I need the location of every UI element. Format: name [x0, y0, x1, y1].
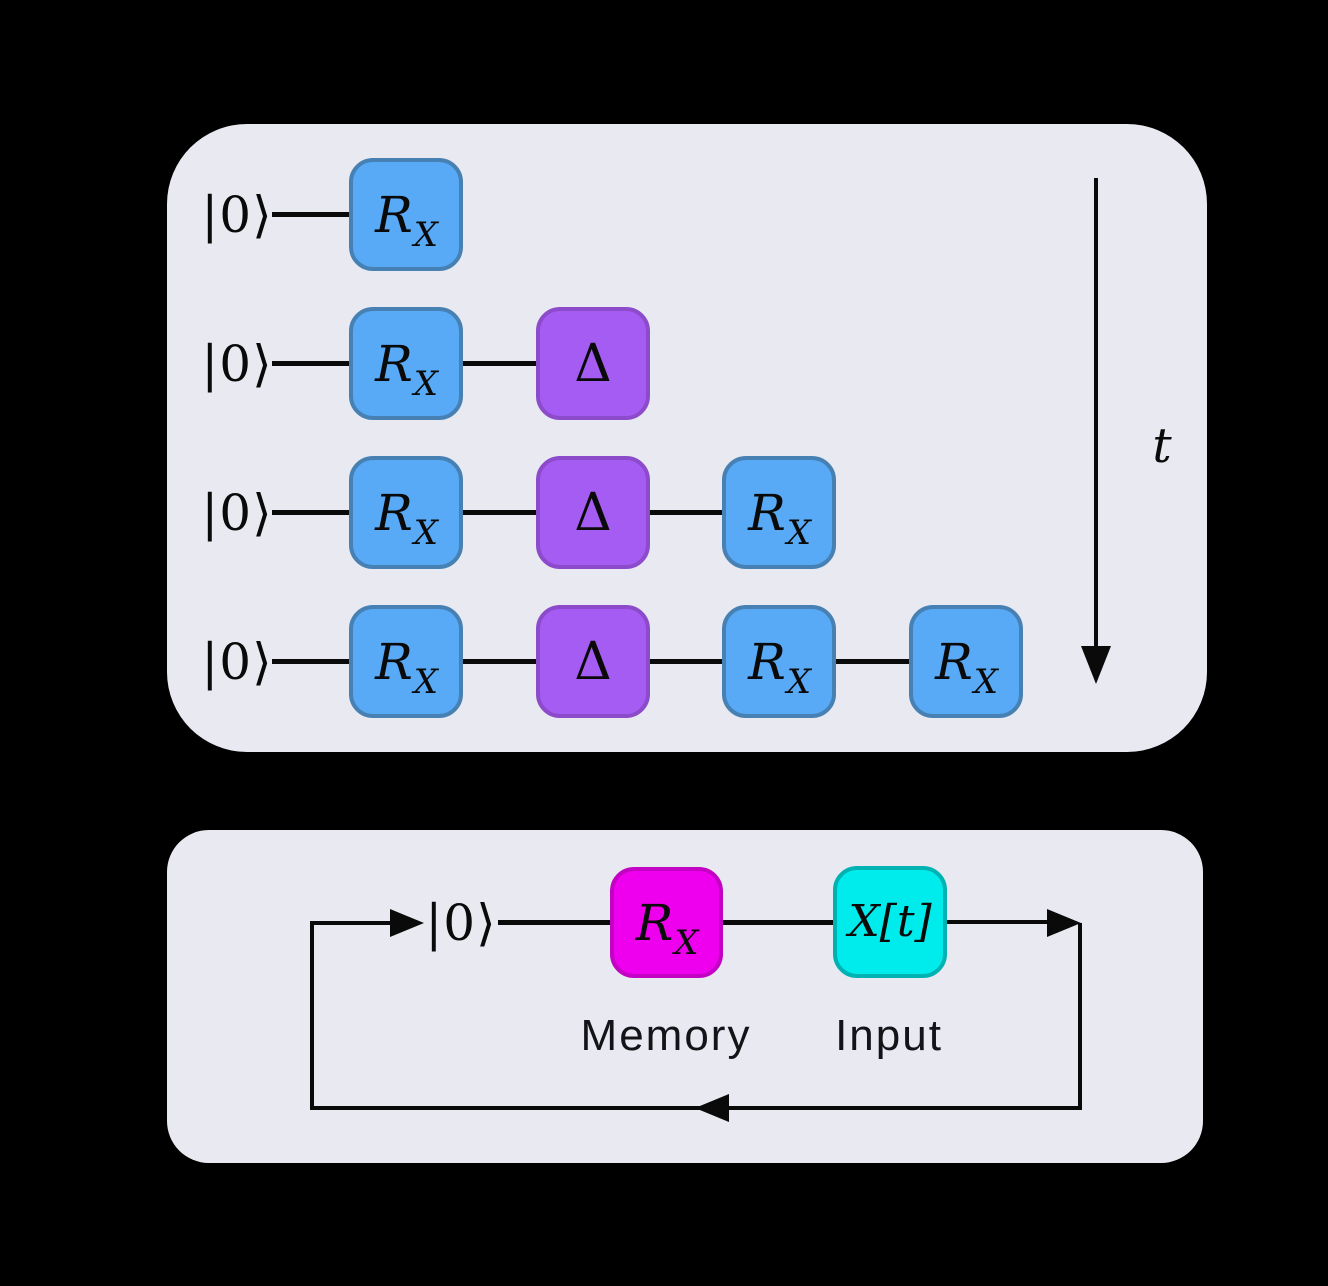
wire-row3-seg2: [463, 510, 536, 515]
wire-row2-seg2: [463, 361, 536, 366]
gate-label: RX: [748, 632, 811, 702]
wire-recurrent-seg1: [498, 920, 610, 925]
qubit-ket-recurrent: |0⟩: [425, 894, 497, 952]
gate-delta-row4-col2: Δ: [536, 605, 650, 718]
time-arrow-line: [1094, 178, 1098, 648]
feedback-loop-right-line: [1078, 923, 1082, 1110]
gate-label: Δ: [574, 333, 612, 394]
gate-label: X[t]: [848, 896, 932, 947]
gate-label: RX: [935, 632, 998, 702]
qubit-ket-row3: |0⟩: [201, 484, 273, 542]
gate-rx-row4-col1: RX: [349, 605, 463, 718]
gate-xt-input: X[t]: [833, 866, 947, 978]
gate-label: RX: [635, 893, 699, 963]
wire-row3-seg3: [650, 510, 722, 515]
gate-rx-row3-col3: RX: [722, 456, 836, 569]
gate-label: RX: [375, 334, 438, 404]
gate-rx-memory: RX: [610, 867, 723, 978]
gate-rx-row1-col1: RX: [349, 158, 463, 271]
gate-label: RX: [375, 185, 438, 255]
input-caption: Input: [835, 1011, 943, 1060]
wire-recurrent-seg2: [723, 920, 833, 925]
gate-label: RX: [375, 483, 438, 553]
gate-label: RX: [375, 632, 438, 702]
gate-rx-row4-col3: RX: [722, 605, 836, 718]
entry-arrow-line: [310, 921, 394, 925]
gate-label: Δ: [574, 482, 612, 543]
wire-row4-seg2: [463, 659, 536, 664]
wire-row1-seg1: [272, 212, 349, 217]
feedback-arrowhead-left-icon: [695, 1094, 729, 1122]
entry-arrowhead-right-icon: [390, 909, 424, 937]
unrolled-circuit-panel: [167, 124, 1207, 752]
qubit-ket-row4: |0⟩: [201, 633, 273, 691]
wire-row3-seg1: [272, 510, 349, 515]
wire-row4-seg4: [836, 659, 909, 664]
qubit-ket-row1: |0⟩: [201, 186, 273, 244]
feedback-loop-left-line: [310, 923, 314, 1110]
wire-row2-seg1: [272, 361, 349, 366]
time-arrowhead-down-icon: [1081, 646, 1111, 684]
memory-caption: Memory: [580, 1011, 752, 1060]
gate-rx-row3-col1: RX: [349, 456, 463, 569]
gate-rx-row2-col1: RX: [349, 307, 463, 420]
gate-delta-row3-col2: Δ: [536, 456, 650, 569]
time-axis-label: t: [1152, 418, 1172, 474]
wire-row4-seg3: [650, 659, 722, 664]
gate-rx-row4-col4: RX: [909, 605, 1023, 718]
wire-recurrent-seg3: [947, 920, 1049, 924]
gate-label: Δ: [574, 631, 612, 692]
gate-delta-row2-col2: Δ: [536, 307, 650, 420]
qubit-ket-row2: |0⟩: [201, 335, 273, 393]
wire-row4-seg1: [272, 659, 349, 664]
exit-arrowhead-right-icon: [1047, 909, 1081, 937]
gate-label: RX: [748, 483, 811, 553]
